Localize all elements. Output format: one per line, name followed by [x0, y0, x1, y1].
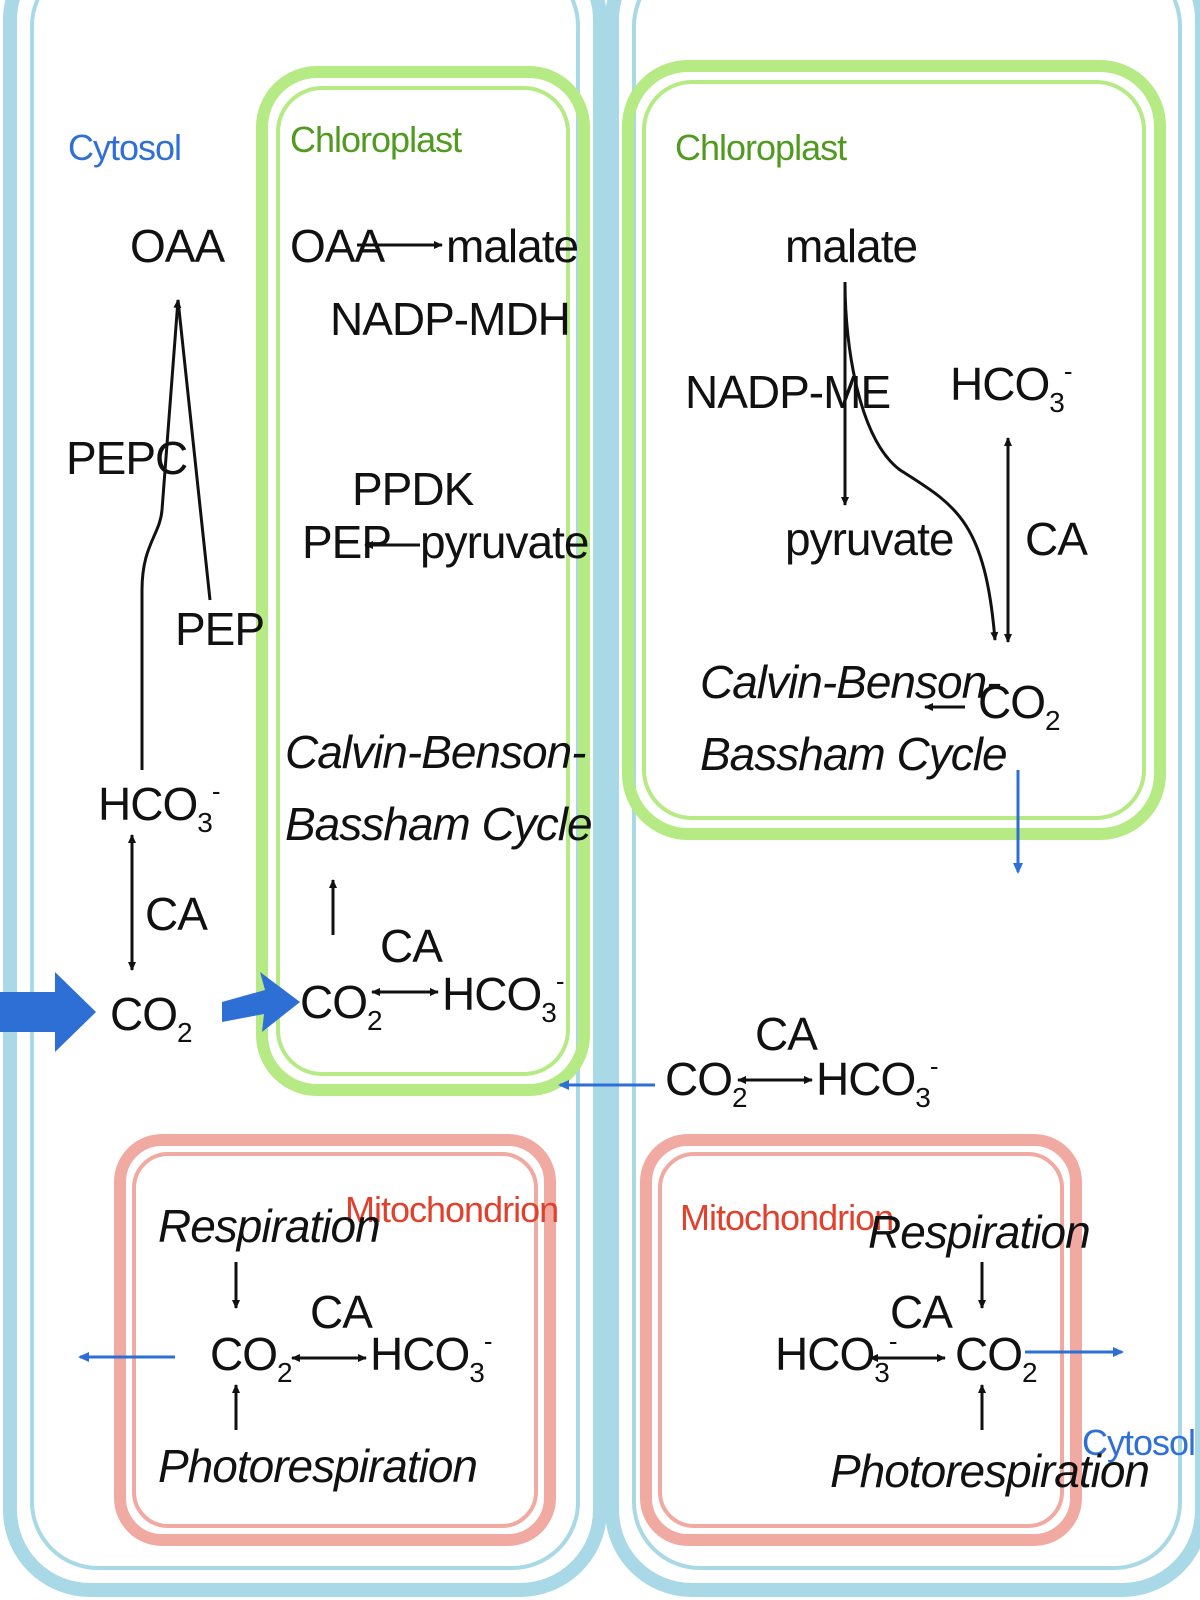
co2-to-chloroplast-arrow: [222, 972, 300, 1032]
malate-chloroplast-right: malate: [785, 220, 917, 272]
nadp-mdh-enzyme: NADP-MDH: [330, 293, 570, 345]
co2-influx-arrow: [0, 972, 96, 1052]
calvin-cycle-left-line2: Bassham Cycle: [285, 798, 592, 850]
hco3-mito-right: HCO3-: [775, 1326, 897, 1388]
respiration-left: Respiration: [158, 1200, 380, 1252]
ppdk-enzyme: PPDK: [352, 463, 475, 515]
mitochondrion-label-right: Mitochondrion: [680, 1197, 893, 1238]
chloroplast-right: [622, 60, 1166, 840]
mitochondrion-right: [640, 1134, 1082, 1546]
pepc-reaction-arrows: [140, 299, 212, 770]
photorespiration-right: Photorespiration: [830, 1445, 1149, 1497]
malic-enzyme-arrows: [841, 281, 999, 641]
hco3-chloroplast-left: HCO3-: [442, 966, 564, 1028]
co2-cytosol-right: CO2: [665, 1053, 747, 1113]
co2-cytosol: CO2: [110, 988, 192, 1048]
ca-mito-right: CA: [890, 1286, 953, 1338]
ca-cytosol: CA: [145, 888, 208, 940]
chloroplast-label-right: Chloroplast: [675, 127, 847, 168]
ca-chloroplast-left: CA: [380, 920, 443, 972]
co2-mito-left: CO2: [210, 1328, 292, 1388]
calvin-cycle-left-line1: Calvin-Benson-: [285, 726, 586, 778]
calvin-cycle-right-line2: Bassham Cycle: [700, 728, 1007, 780]
photorespiration-left: Photorespiration: [158, 1440, 477, 1492]
oaa-cytosol: OAA: [130, 220, 225, 272]
hco3-cytosol-right: HCO3-: [816, 1051, 938, 1113]
co2-chloroplast-right: CO2: [978, 676, 1060, 736]
ca-mito-left: CA: [310, 1286, 373, 1338]
chloroplast-label-left: Chloroplast: [290, 119, 462, 160]
chloroplast-left: [256, 66, 590, 1096]
malate-chloroplast-left: malate: [446, 220, 578, 272]
mitochondrion-left: [114, 1134, 556, 1546]
calvin-cycle-right-line1: Calvin-Benson-: [700, 656, 1001, 708]
co2-mito-right: CO2: [955, 1328, 1037, 1388]
hco3-chloroplast-right: HCO3-: [950, 356, 1072, 418]
co2-chloroplast-left: CO2: [300, 976, 382, 1036]
hco3-cytosol: HCO3-: [98, 776, 220, 838]
mitochondrion-label-left: Mitochondrion: [345, 1189, 558, 1230]
cytosol-label-right: Cytosol: [1082, 1422, 1195, 1463]
pepc-enzyme: PEPC: [66, 432, 187, 484]
pyruvate-chloroplast-left: pyruvate: [420, 516, 588, 568]
pyruvate-chloroplast-right: pyruvate: [785, 513, 953, 565]
cytosol-label-left: Cytosol: [68, 127, 181, 168]
pep-cytosol: PEP: [175, 603, 264, 655]
pep-chloroplast: PEP: [302, 516, 391, 568]
ca-cytosol-right: CA: [755, 1008, 818, 1060]
ca-chloroplast-right: CA: [1025, 513, 1088, 565]
hco3-mito-left: HCO3-: [370, 1326, 492, 1388]
respiration-right: Respiration: [868, 1206, 1090, 1258]
